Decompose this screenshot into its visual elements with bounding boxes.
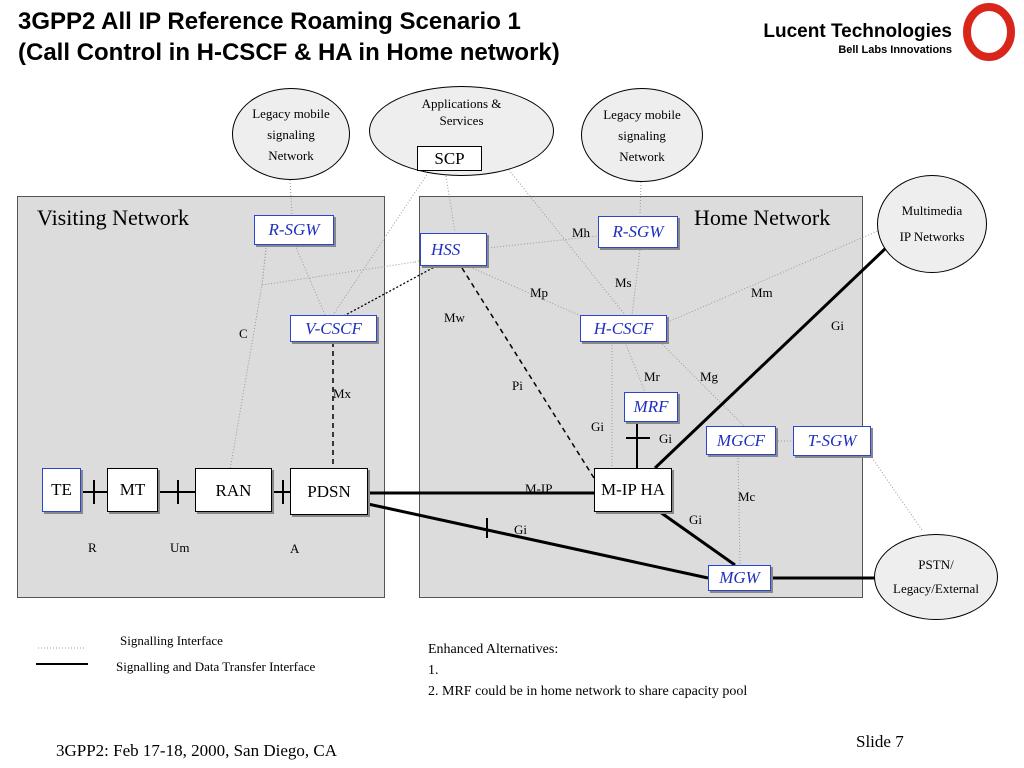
interface-mc-label: Mc [738, 489, 756, 504]
line-hss-hcscf-mp [469, 266, 591, 321]
slide-title-line1: 3GPP2 All IP Reference Roaming Scenario … [18, 8, 521, 35]
line-tsgw-pstn [869, 454, 923, 531]
line-multimedia-hcscf-mm [667, 229, 881, 323]
interface-ms-label: Ms [615, 275, 632, 290]
interface-r-label: R [88, 540, 97, 555]
ran-node: RAN [195, 468, 272, 512]
notes-heading: Enhanced Alternatives: [428, 642, 559, 657]
interface-a-label: A [290, 541, 300, 556]
mgw-node: MGW [708, 565, 771, 591]
interface-mw-label: Mw [444, 310, 465, 325]
interface-gi-mm-label: Gi [831, 318, 844, 333]
line-pdsn-mgw-gi [367, 502, 709, 580]
interface-mx-label: Mx [333, 386, 352, 401]
hcscf-node: H-CSCF [580, 315, 667, 342]
notes-item-2: 2. MRF could be in home network to share… [428, 684, 748, 699]
legend-signalling-label: Signalling Interface [120, 633, 223, 648]
slide-title-line2: (Call Control in H-CSCF & HA in Home net… [18, 39, 560, 66]
interface-um-label: Um [170, 540, 190, 555]
interface-c-label: C [239, 326, 248, 341]
scp-node: SCP [417, 146, 482, 171]
line-mgcf-mgw-mc [737, 454, 741, 566]
mrf-node: MRF [624, 392, 678, 422]
line-hcscf-mrf [624, 341, 646, 393]
visiting-network-region [17, 196, 385, 598]
interface-mh-label: Mh [572, 225, 591, 240]
interface-mr-label: Mr [644, 369, 660, 384]
home-network-label: Home Network [694, 205, 831, 230]
pstn-legacy-cloud: PSTN/Legacy/External [874, 534, 998, 620]
slide-number: Slide 7 [856, 732, 904, 751]
line-vcscf-hss-mw [339, 263, 441, 319]
line-mipha-multimedia-gi [653, 244, 890, 470]
mt-node: MT [107, 468, 158, 512]
interface-gi-mrf-right-label: Gi [659, 431, 672, 446]
line-legacy-left-rsgw [289, 179, 293, 216]
enhanced-alternatives-notes: Enhanced Alternatives: 1. 2. MRF could b… [428, 639, 747, 702]
te-node: TE [42, 468, 81, 512]
logo-name: Lucent Technologies [763, 21, 952, 42]
pdsn-node: PDSN [290, 468, 368, 515]
visiting-network-label: Visiting Network [37, 205, 190, 230]
legend-signalling-data-label: Signalling and Data Transfer Interface [116, 659, 316, 674]
interface-pi-label: Pi [512, 378, 523, 393]
line-scp-hss [444, 169, 456, 233]
slide-title: 3GPP2 All IP Reference Roaming Scenario … [18, 6, 560, 68]
line-hss-rsgw-mh [487, 235, 599, 249]
notes-item-1: 1. [428, 663, 439, 678]
hss-node: HSS [420, 233, 487, 266]
line-c-interface [229, 229, 269, 471]
tsgw-node: T-SGW [793, 426, 871, 456]
line-rsgw-vcscf [294, 244, 326, 316]
rsgw-home-node: R-SGW [598, 216, 678, 248]
line-hcscf-mgcf-mg [659, 341, 746, 428]
interface-gi-mrf-left-label: Gi [591, 419, 604, 434]
vcscf-node: V-CSCF [290, 315, 377, 342]
logo-tagline: Bell Labs Innovations [838, 44, 952, 56]
line-hss-mipha-pi [461, 267, 595, 479]
interface-mip-label: M-IP [525, 481, 553, 496]
mip-ha-node: M-IP HA [594, 468, 672, 512]
interface-mp-label: Mp [530, 285, 549, 300]
line-scp-vcscf [332, 169, 431, 316]
line-vcscf-region-exit [261, 261, 416, 286]
line-rsgw-hcscf [631, 249, 641, 316]
interface-mg-label: Mg [700, 369, 719, 384]
line-apps-hcscf [504, 164, 626, 316]
line-legacy-right-rsgw [639, 181, 642, 216]
interface-mm-label: Mm [751, 285, 773, 300]
interface-gi-pdsn-mgw-label: Gi [514, 522, 527, 537]
rsgw-visiting-node: R-SGW [254, 215, 334, 245]
interface-gi-ha-mgw-label: Gi [689, 512, 702, 527]
line-mipha-mgw-gi [659, 510, 736, 567]
mgcf-node: MGCF [706, 426, 776, 455]
footer-left: 3GPP2: Feb 17-18, 2000, San Diego, CA [56, 741, 337, 760]
